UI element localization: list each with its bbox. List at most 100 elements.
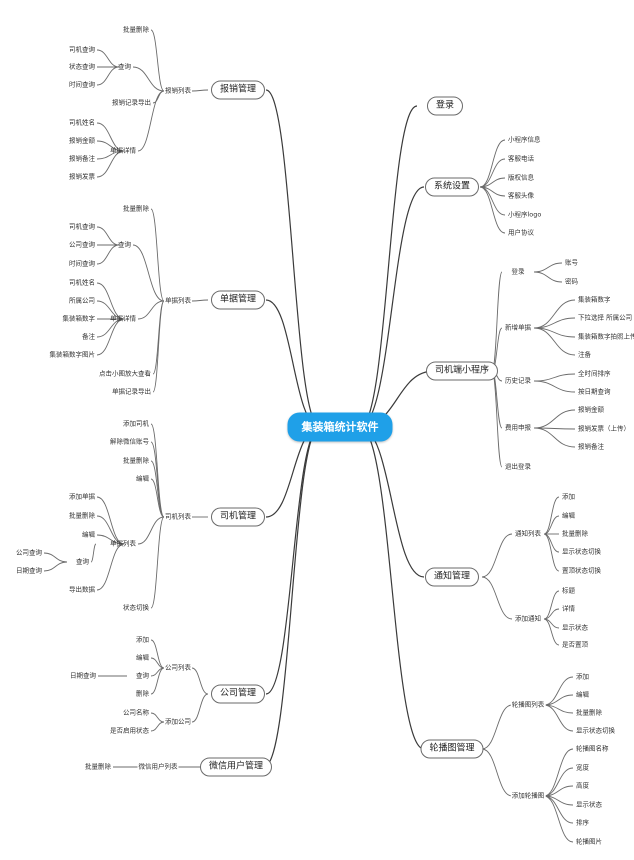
leaf-connector [152,300,165,375]
leaf-topic: 批量删除 [123,25,149,34]
leaf-connector [96,496,125,545]
leaf-connector [43,561,68,572]
sub-topic: 公司列表 [164,663,192,672]
leaf-connector [533,409,576,429]
leaf-topic: 全时间排序 [578,369,611,378]
main-topic: 单据管理 [210,290,266,310]
leaf-topic: 编辑 [136,474,149,483]
branch-connector [265,426,321,695]
leaf-connector [150,423,165,518]
main-topic: 公司管理 [210,684,266,704]
leaf-connector [543,618,560,646]
leaf-connector [479,186,506,234]
leaf-connector [533,427,576,448]
leaf-topic: 单据详情 [110,314,136,323]
leaf-topic: 集装箱数字拍照上传 [578,332,634,341]
leaf-topic: 添加 [136,635,149,644]
leaf-topic: 显示状态 [576,800,602,809]
leaf-topic: 宽度 [576,763,589,772]
sub-topic: 退出登录 [504,462,532,471]
sub-topic: 报销列表 [164,86,192,95]
leaf-connector [96,534,125,545]
leaf-connector [150,721,165,732]
leaf-topic: 批量删除 [123,204,149,213]
leaf-topic: 高度 [576,781,589,790]
leaf-connector [137,90,165,152]
leaf-topic: 集装箱数字 [62,314,96,323]
leaf-connector [543,676,574,706]
leaf-topic: 解除微信账号 [110,437,149,446]
leaf-connector [543,748,574,797]
sub-topic: 添加轮播图 [510,791,546,800]
leaf-connector [543,533,560,572]
leaf-connector [152,90,165,104]
leaf-connector [479,158,506,188]
leaf-connector [533,271,563,283]
leaf-connector [96,140,125,152]
leaf-topic: 点击小图放大查看 [99,369,151,378]
branch-connector [359,105,418,428]
leaf-connector [152,300,165,393]
leaf-topic: 日期查询 [70,671,96,680]
branch-connector [359,426,425,750]
leaf-topic: 查询 [118,62,131,71]
leaf-topic: 司机姓名 [69,118,95,127]
leaf-topic: 是否启用状态 [110,726,149,735]
leaf-topic: 排序 [576,818,589,827]
leaf-topic: 添加 [576,672,589,681]
leaf-topic: 置顶状态切换 [562,566,601,575]
leaf-connector [533,317,576,329]
leaf-topic: 显示状态 [562,623,588,632]
leaf-topic: 密码 [565,277,578,286]
leaf-topic: 客服头像 [508,191,534,200]
branch-connector [263,426,321,768]
leaf-topic: 集装箱数字图片 [49,350,96,359]
leaf-topic: 编辑 [576,690,589,699]
leaf-connector [543,590,560,620]
main-topic: 通知管理 [424,567,480,587]
leaf-topic: 查询 [136,671,149,680]
leaf-connector [96,150,125,178]
leaf-topic: 添加单据 [69,492,95,501]
leaf-connector [137,516,165,545]
leaf-topic: 状态查询 [69,62,95,71]
leaf-connector [96,122,125,152]
sub-connector [491,271,503,372]
leaf-topic: 时间查询 [69,80,95,89]
leaf-topic: 用户协议 [508,228,534,237]
leaf-topic: 轮播图片 [576,837,602,846]
leaf-connector [150,657,165,669]
main-topic: 司机端小程序 [425,361,499,381]
leaf-topic: 报销备注 [69,154,95,163]
sub-topic: 新增单据 [504,323,532,332]
leaf-topic: 备注 [82,332,95,341]
sub-topic: 微信用户列表 [137,762,179,771]
leaf-connector [533,380,576,393]
leaf-connector [43,552,68,563]
leaf-connector [150,29,165,92]
leaf-connector [543,694,574,706]
leaf-topic: 批量删除 [562,529,588,538]
main-topic: 登录 [426,96,464,116]
main-topic: 司机管理 [210,507,266,527]
leaf-topic: 报销备注 [578,442,604,451]
leaf-connector [543,704,574,732]
sub-connector [191,693,209,723]
sub-connector [481,533,513,578]
sub-topic: 历史记录 [504,376,532,385]
leaf-topic: 报销记录导出 [112,98,151,107]
leaf-topic: 编辑 [82,530,95,539]
leaf-connector [150,441,165,518]
leaf-connector [90,543,97,563]
leaf-connector [543,515,560,535]
leaf-topic: 小程序信息 [508,135,541,144]
leaf-topic: 单据记录导出 [112,387,151,396]
leaf-connector [96,226,120,246]
leaf-connector [132,244,165,302]
leaf-connector [150,667,165,695]
leaf-topic: 查询 [76,557,89,566]
leaf-connector [132,66,165,92]
leaf-connector [96,318,125,356]
leaf-connector [543,533,560,553]
leaf-connector [479,139,506,188]
